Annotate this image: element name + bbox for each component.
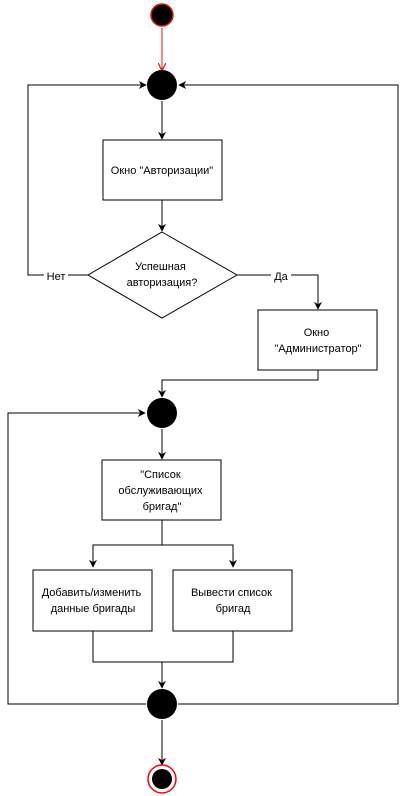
auth-window-label: Окно "Авторизации" bbox=[111, 165, 214, 177]
decision-diamond bbox=[87, 231, 239, 319]
auth-window-box bbox=[102, 139, 223, 201]
edge-admin-to-merge2 bbox=[158, 370, 319, 398]
edge-fork-right bbox=[162, 544, 237, 568]
edge-yes bbox=[237, 274, 322, 310]
edge-return-to-top bbox=[178, 81, 399, 705]
merge-node-middle bbox=[147, 398, 177, 428]
show-list-box bbox=[172, 569, 293, 632]
label-no: Нет bbox=[47, 271, 66, 283]
edge-fork-left bbox=[89, 520, 163, 568]
admin-window-label: Окно "Администратор" bbox=[274, 327, 361, 355]
end-node-core bbox=[152, 769, 172, 789]
brigade-list-label: "Список обслуживающих бригад" bbox=[118, 469, 205, 513]
merge-node-top bbox=[147, 70, 177, 100]
brigade-list-box bbox=[101, 459, 222, 521]
edge-loop-to-merge2 bbox=[7, 409, 146, 705]
decision-label: Успешная авторизация? bbox=[127, 261, 198, 289]
merge-node-bottom bbox=[147, 689, 177, 719]
start-node bbox=[150, 3, 174, 27]
edge-join bbox=[92, 631, 234, 663]
admin-window-box bbox=[257, 309, 378, 371]
edit-brigade-box bbox=[32, 569, 153, 632]
label-yes: Да bbox=[274, 271, 288, 283]
show-list-label: Вывести список бригад bbox=[191, 587, 275, 615]
edit-brigade-label: Добавить/изменить данные бригады bbox=[42, 587, 145, 615]
